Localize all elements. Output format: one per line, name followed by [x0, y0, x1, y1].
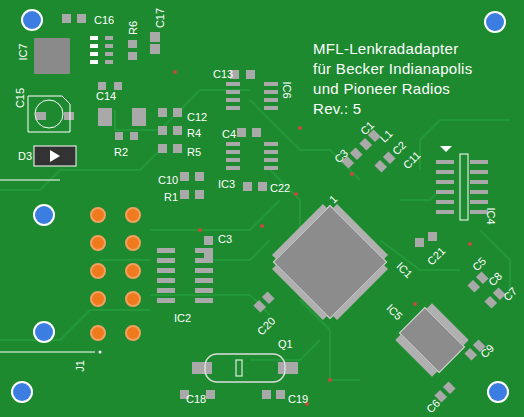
part-designator: D3: [18, 150, 32, 162]
part-designator: C12: [187, 111, 207, 123]
part-designator: C4: [222, 128, 236, 140]
part-designator: R1: [164, 191, 178, 203]
part-designator: IC6: [281, 81, 293, 98]
connector-j1: [0, 180, 140, 354]
board-title-line: und Pioneer Radios: [313, 80, 450, 98]
part-designator: C19: [288, 393, 308, 405]
board-title-line: MFL-Lenkradadapter: [313, 40, 458, 58]
part-designator: C22: [270, 182, 290, 194]
part-designator: IC7: [17, 43, 29, 60]
part-designator: R2: [114, 146, 128, 158]
part-designator: C15: [14, 88, 26, 108]
mounting-holes: [11, 9, 509, 403]
ic1-qfp: [265, 197, 395, 327]
traces: [0, 90, 510, 380]
part-designator: R4: [187, 127, 201, 139]
ic5-soic: [394, 302, 470, 378]
part-designator: C3: [218, 233, 232, 245]
part-designator: C16: [94, 14, 114, 26]
part-designator: IC4: [485, 207, 497, 224]
part-designator: C14: [96, 90, 116, 102]
caps-inductors: [253, 129, 505, 402]
part-designator: IC2: [174, 312, 191, 324]
part-designator: Q1: [278, 338, 293, 350]
part-designator: J1: [74, 360, 86, 372]
part-designator: R6: [127, 21, 139, 35]
diode-d3-c15: [28, 96, 76, 166]
part-designator: R5: [187, 146, 201, 158]
part-designator: IC3: [218, 178, 235, 190]
part-designator: C13: [213, 68, 233, 80]
crystal-q1: [192, 354, 298, 382]
vias: [173, 70, 472, 406]
board-title-line: für Becker Indianapolis: [313, 60, 473, 78]
part-designator: C18: [186, 393, 206, 405]
board-title-line: Rev.: 5: [313, 100, 362, 118]
part-designator: C10: [158, 174, 178, 186]
part-designator: C17: [154, 8, 166, 28]
